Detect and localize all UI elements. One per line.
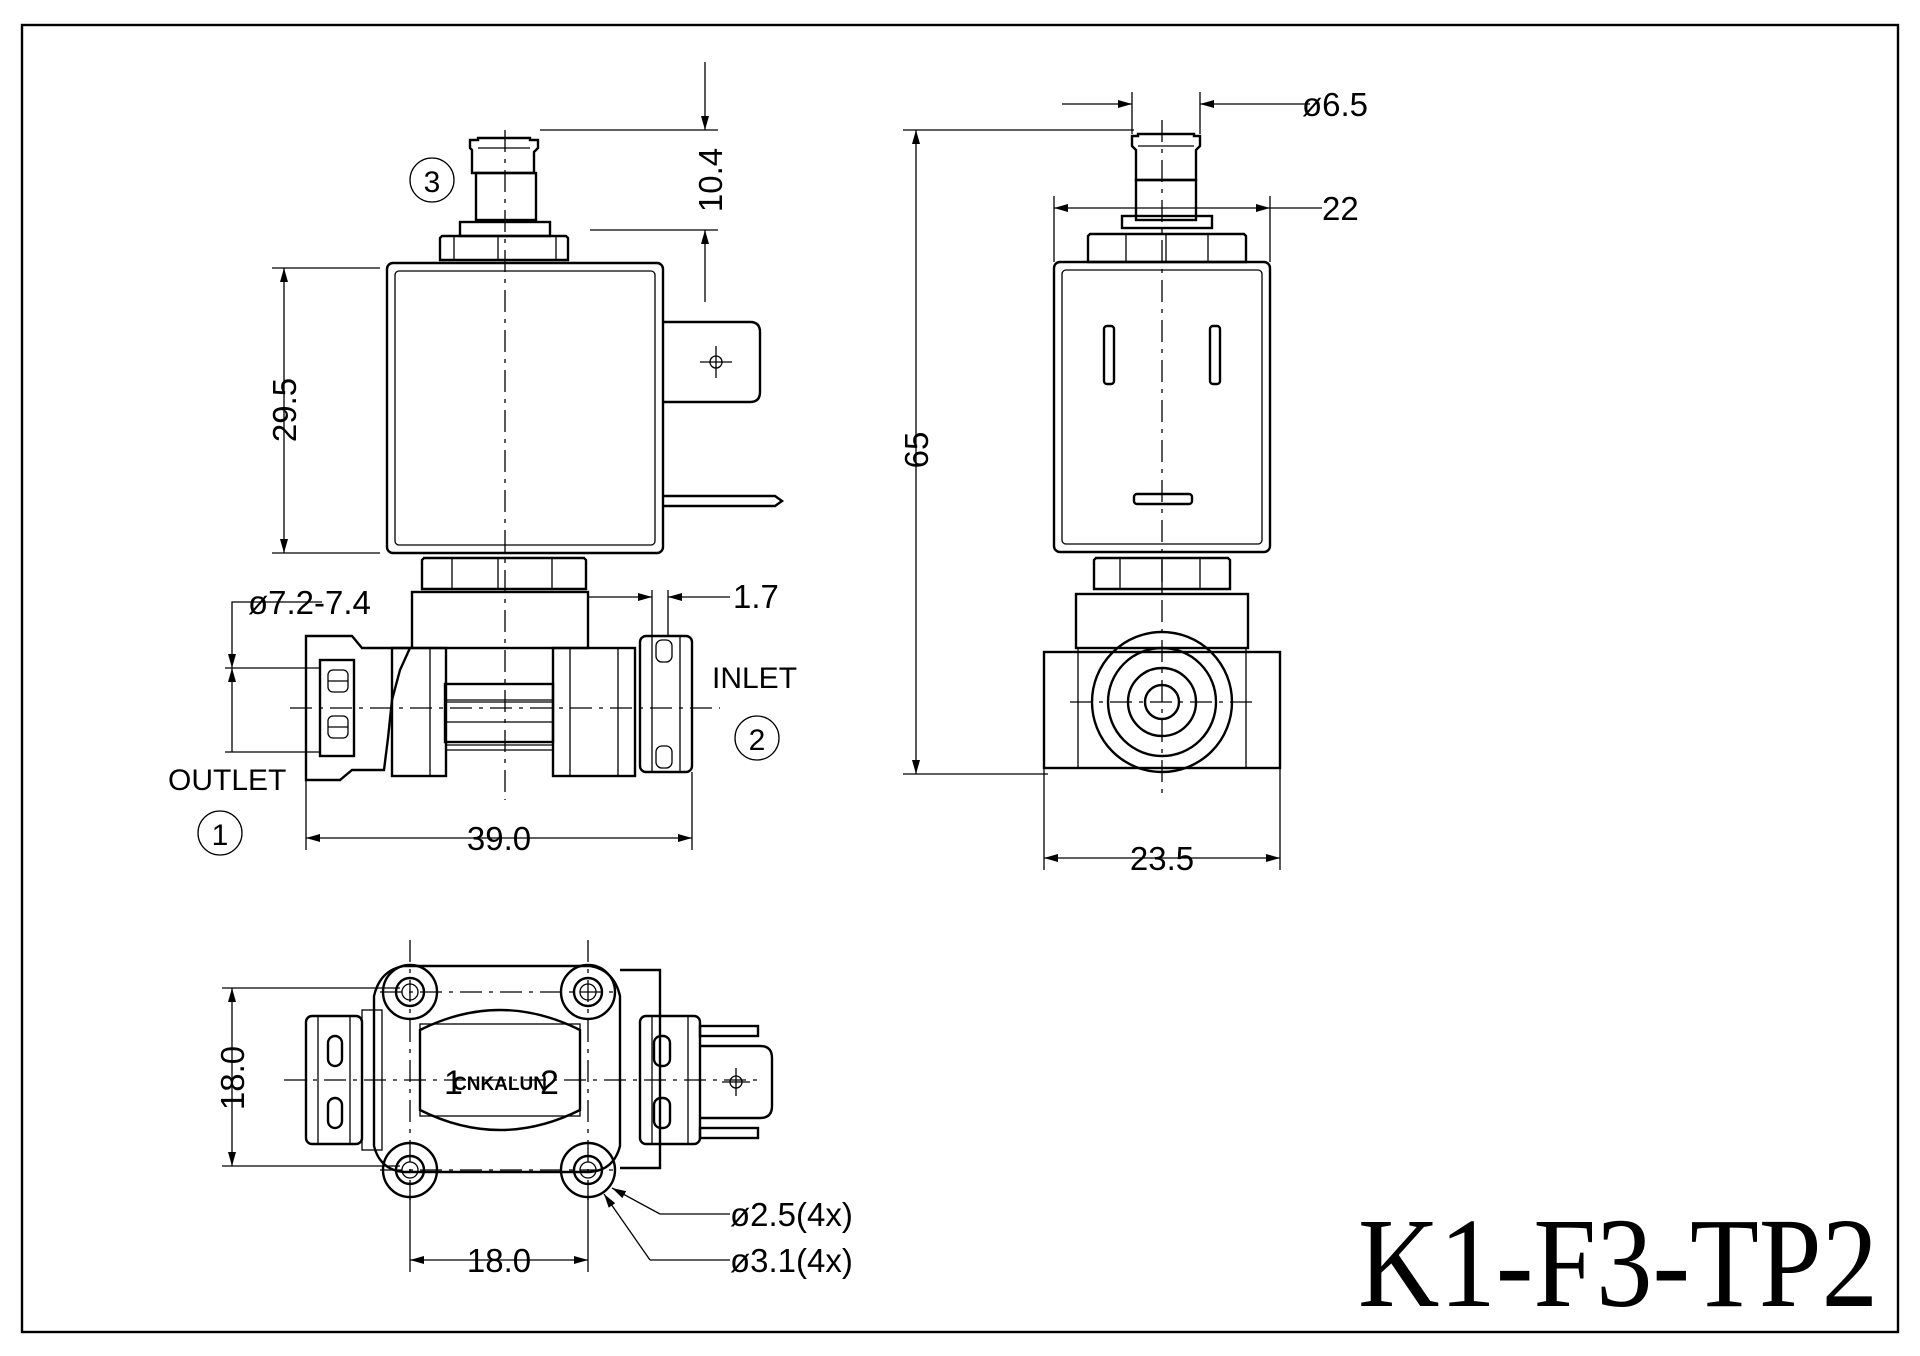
bottom-flange [372, 964, 622, 1174]
brand-name: CNKALUN [453, 1074, 547, 1095]
front-top-nut [1086, 232, 1248, 264]
dim-terminal-thickness: 1.7 [733, 578, 779, 615]
lower-nut [420, 556, 588, 591]
coil-body [385, 261, 665, 555]
dim-outlet-diameter: ø7.2-7.4 [248, 584, 371, 621]
bottom-view: 1 CNKALUN 2 18.0 18.0 ø2.5(4x) ø3.1(4x) [214, 940, 853, 1279]
dim-body-width: 23.5 [1130, 840, 1194, 877]
dim-port3-diameter: ø6.5 [1302, 86, 1368, 123]
inlet-fitting [638, 634, 694, 774]
port1-marker [197, 810, 243, 856]
port3-marker [409, 157, 455, 203]
body-marking-right: 2 [540, 1064, 559, 1102]
drawing-border [20, 23, 1900, 1334]
outlet-fitting [304, 634, 412, 782]
svg-text:3: 3 [424, 166, 441, 199]
dim-bottom-width: 18.0 [467, 1242, 531, 1279]
svg-text:2: 2 [749, 724, 766, 757]
dim-coil-width: 22 [1322, 190, 1359, 227]
dim-hole-small: ø2.5(4x) [730, 1196, 853, 1233]
svg-text:1: 1 [212, 819, 229, 852]
dim-bottom-height: 18.0 [214, 1046, 251, 1110]
inlet-label: INLET [712, 662, 797, 695]
top-nut [438, 234, 570, 262]
port3-barb [468, 136, 540, 175]
dim-total-height: 65 [898, 432, 935, 469]
front-view: ø6.5 22 65 23.5 [898, 86, 1368, 877]
dim-port3-height: 10.4 [692, 148, 729, 212]
outlet-label: OUTLET [168, 764, 286, 797]
model-code: K1-F3-TP2 [1358, 1192, 1878, 1334]
dim-hole-large: ø3.1(4x) [730, 1242, 853, 1279]
body-marking-left: 1 [444, 1064, 463, 1102]
front-port3-barb [1130, 132, 1202, 182]
front-lower-nut [1092, 556, 1232, 591]
dim-coil-height: 29.5 [266, 378, 303, 442]
terminal-spade [663, 320, 762, 404]
port2-marker [734, 715, 780, 761]
side-view: 10.4 29.5 ø7.2-7.4 1.7 39.0 3 INLET 2 OU… [168, 62, 797, 857]
dim-side-length: 39.0 [467, 820, 531, 857]
